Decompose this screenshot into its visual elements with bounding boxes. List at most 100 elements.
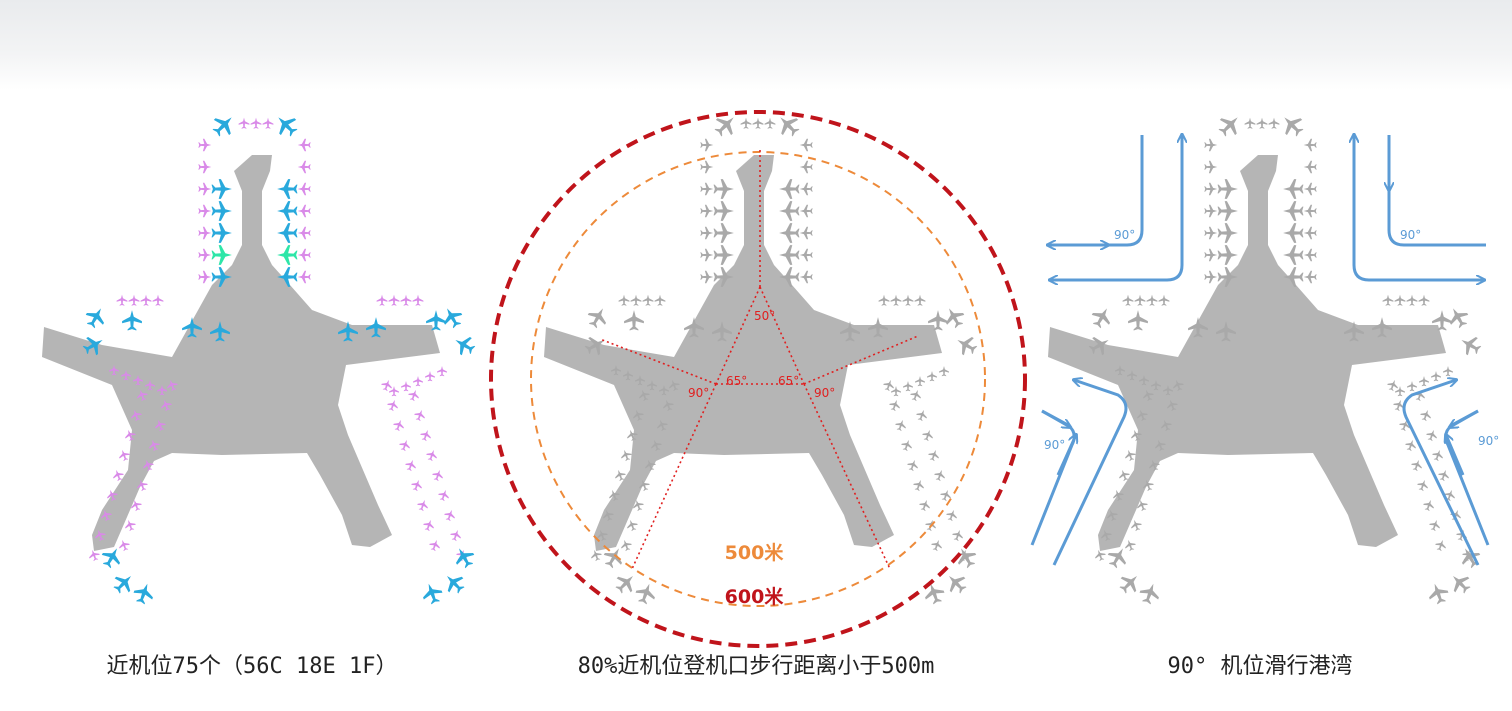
airplane-icon — [1119, 575, 1138, 594]
airplane-icon — [883, 379, 894, 392]
airplane-icon — [1122, 294, 1134, 306]
angle-left-label: 65° — [726, 374, 747, 388]
airplane-icon — [1158, 294, 1170, 306]
airplane-icon — [1406, 294, 1418, 306]
airplane-icon — [198, 160, 212, 174]
airplane-icon — [426, 449, 437, 462]
airplane-icon — [1431, 371, 1441, 382]
airplane-icon — [297, 182, 311, 196]
airplane-icon — [1204, 248, 1218, 262]
airplane-icon — [297, 270, 311, 284]
airplane-icon — [1405, 439, 1416, 452]
airplane-icon — [603, 509, 614, 522]
airplane-icon — [143, 459, 154, 472]
airplane-icon — [1095, 549, 1106, 562]
airplane-icon — [388, 294, 400, 306]
airplane-icon — [429, 539, 440, 552]
airplane-icon — [1204, 160, 1218, 174]
airplane-icon — [928, 449, 939, 462]
airplane-icon — [639, 479, 650, 492]
angle-label-top-right: 90° — [1400, 228, 1421, 242]
airplane-icon — [212, 117, 232, 137]
airplane-icon — [128, 294, 140, 306]
airplane-icon — [1217, 201, 1238, 221]
airplane-icon — [1303, 160, 1317, 174]
airplane-icon — [1387, 379, 1398, 392]
airplane-icon — [137, 479, 148, 492]
airplane-icon — [1283, 223, 1304, 243]
airplane-icon — [101, 509, 112, 522]
airplane-icon — [1161, 419, 1172, 432]
taxi-arrows — [1030, 135, 1490, 566]
airplane-icon — [155, 419, 166, 432]
airplane-icon — [211, 245, 232, 265]
airplane-icon — [627, 519, 638, 532]
airplane-icon — [663, 399, 674, 412]
airplane-icon — [420, 429, 431, 442]
airplane-icon — [417, 499, 428, 512]
angle-right-label: 65° — [778, 374, 799, 388]
angle-right-outer-label: 90° — [814, 386, 835, 400]
airplane-icon — [910, 389, 921, 402]
airplane-icon — [603, 548, 623, 569]
airplane-icon — [414, 409, 425, 422]
airplane-icon — [1407, 381, 1417, 392]
terminal-shape — [42, 155, 440, 551]
airplane-icon — [618, 294, 630, 306]
terminal-diagram-taxi: 90° 90° 90° 90° — [1030, 117, 1499, 605]
airplane-icon — [297, 160, 311, 174]
airplane-icon — [277, 179, 298, 199]
airplane-icon — [780, 117, 800, 137]
airplane-icon — [423, 519, 434, 532]
airplane-icon — [1411, 459, 1422, 472]
airplane-icon — [1217, 179, 1238, 199]
airplane-icon — [907, 459, 918, 472]
airplane-icon — [922, 429, 933, 442]
airplane-icon — [425, 371, 435, 382]
airplane-icon — [916, 409, 927, 422]
airplane-icon — [85, 308, 105, 329]
airplane-icon — [919, 499, 930, 512]
airplane-icon — [366, 317, 386, 338]
airplane-icon — [89, 549, 100, 562]
airplane-icon — [1091, 308, 1111, 329]
airplane-icon — [1283, 267, 1304, 287]
airplane-icon — [948, 575, 967, 594]
airplane-icon — [450, 529, 461, 542]
airplane-icon — [1429, 519, 1440, 532]
airplane-icon — [799, 204, 813, 218]
airplane-icon — [1137, 499, 1148, 512]
airplane-icon — [1204, 182, 1218, 196]
panel-walking-distance: 50° 65° 65° 90° 90° 500米 600米 — [489, 95, 1027, 648]
airplane-icon — [1432, 310, 1452, 331]
airplane-icon — [633, 409, 644, 422]
airplane-icon — [1244, 117, 1256, 129]
airplane-icon — [277, 267, 298, 287]
airplane-icon — [1204, 138, 1218, 152]
airplane-icon — [411, 479, 422, 492]
airplane-icon — [1449, 308, 1469, 329]
airplane-icon — [639, 389, 650, 402]
airplane-icon — [635, 375, 645, 386]
airplane-icon — [101, 548, 121, 569]
airplane-icon — [1155, 439, 1166, 452]
airplane-icon — [211, 267, 232, 287]
airplane-icon — [211, 201, 232, 221]
airplane-icon — [633, 499, 644, 512]
airplane-icon — [915, 376, 925, 387]
airplane-icon — [1125, 449, 1136, 462]
airplane-icon — [277, 201, 298, 221]
airplane-icon — [455, 336, 476, 356]
airplane-icon — [400, 294, 412, 306]
airplane-icon — [1461, 336, 1482, 356]
airplane-icon — [198, 204, 212, 218]
airplane-icon — [1163, 385, 1173, 396]
airplane-icon — [1115, 365, 1125, 376]
airplane-icon — [116, 294, 128, 306]
airplane-icon — [1204, 204, 1218, 218]
airplane-icon — [799, 182, 813, 196]
airplane-icon — [1283, 179, 1304, 199]
airplane-icon — [1423, 499, 1434, 512]
airplane-icon — [1432, 449, 1443, 462]
airplane-icon — [1303, 138, 1317, 152]
